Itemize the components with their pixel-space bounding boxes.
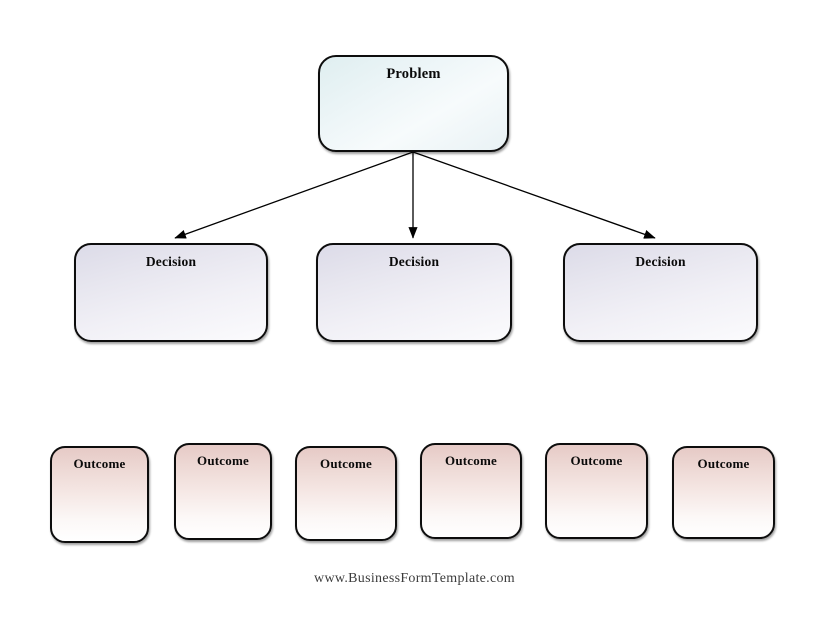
node-decision-1[interactable]: Decision — [74, 243, 268, 342]
arrow-to-decision-1 — [174, 151, 414, 239]
node-problem-label: Problem — [386, 66, 441, 82]
node-outcome-5[interactable]: Outcome — [545, 443, 648, 539]
node-outcome-1-label: Outcome — [73, 456, 126, 471]
node-outcome-4[interactable]: Outcome — [420, 443, 522, 539]
node-decision-1-label: Decision — [145, 254, 197, 269]
node-outcome-2[interactable]: Outcome — [174, 443, 272, 540]
arrow-to-decision-3 — [412, 151, 656, 239]
node-outcome-6-label: Outcome — [697, 456, 750, 471]
node-decision-2[interactable]: Decision — [316, 243, 512, 342]
node-problem[interactable]: Problem — [318, 55, 509, 152]
node-outcome-1[interactable]: Outcome — [50, 446, 149, 543]
node-outcome-5-label: Outcome — [570, 453, 623, 468]
node-decision-2-label: Decision — [388, 254, 440, 269]
node-decision-3[interactable]: Decision — [563, 243, 758, 342]
node-decision-3-label: Decision — [635, 254, 686, 269]
node-outcome-3-label: Outcome — [320, 456, 372, 471]
footer-url: www.BusinessFormTemplate.com — [314, 571, 515, 586]
node-outcome-4-label: Outcome — [445, 453, 497, 468]
node-outcome-2-label: Outcome — [197, 453, 249, 468]
node-outcome-6[interactable]: Outcome — [672, 446, 775, 539]
node-outcome-3[interactable]: Outcome — [295, 446, 397, 541]
